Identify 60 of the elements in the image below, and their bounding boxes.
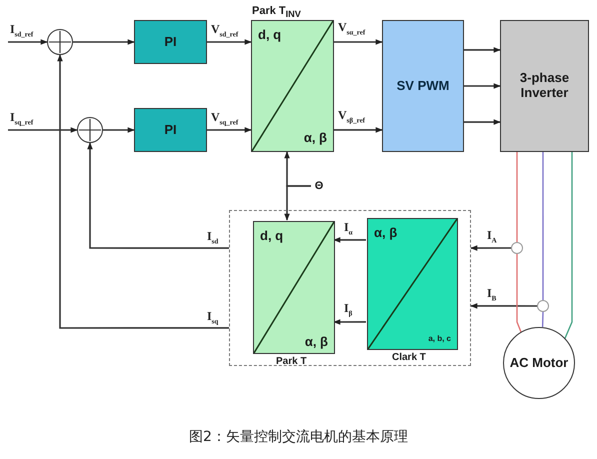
block-label: PI	[163, 34, 178, 50]
axis-label: d, q	[260, 228, 284, 243]
inverter-box	[500, 20, 589, 152]
pi-controller-box	[134, 20, 207, 64]
wire	[542, 312, 544, 328]
block-title: Park T$_{INV}$	[252, 5, 301, 20]
arrow	[470, 245, 511, 251]
arrow	[207, 39, 252, 45]
block-title: Park T	[276, 356, 307, 367]
wire	[564, 152, 573, 339]
edge-label: I$_{B}$	[487, 286, 496, 302]
caption: 图2：矢量控制交流电机的基本原理	[188, 428, 409, 446]
axis-label: α, β	[374, 225, 398, 240]
theta-label: Θ	[314, 180, 324, 192]
arrow	[334, 39, 383, 45]
block-title: Clark T	[392, 352, 426, 363]
arrow	[284, 185, 311, 221]
edge-label: I$_{α}$	[344, 220, 353, 236]
arrow	[87, 142, 229, 249]
wire	[542, 152, 544, 300]
edge-label: V$_{sα_ref}$	[338, 20, 366, 36]
arrow	[464, 47, 501, 53]
sensor-junction	[511, 242, 523, 254]
block-label: PI	[163, 122, 178, 138]
edge-label: I$_{sq}$	[207, 309, 218, 326]
arrow	[73, 39, 135, 45]
summing-junction	[47, 29, 73, 55]
edge-label: I$_{sd_ref}$	[10, 22, 34, 38]
axis-label: d, q	[258, 27, 282, 42]
arrow	[103, 127, 135, 133]
axis-label: α, β	[304, 334, 328, 349]
summing-junction	[77, 117, 103, 143]
arrow	[8, 39, 48, 45]
sensor-junction	[537, 300, 549, 312]
edge-label: I$_{sd}$	[207, 229, 218, 246]
block-label: 3-phase Inverter	[518, 71, 570, 101]
edge-label: V$_{sβ_ref}$	[338, 108, 366, 124]
block-label: AC Motor	[508, 356, 570, 370]
edge-label: I$_{sq_ref}$	[10, 110, 34, 126]
block-label: SV PWM	[396, 78, 450, 94]
edge-label: I$_{β}$	[344, 301, 352, 318]
arrow	[207, 127, 252, 133]
arrow	[464, 119, 501, 125]
arrow	[464, 83, 501, 89]
arrow	[57, 54, 229, 329]
edge-label: V$_{sd_ref}$	[211, 22, 238, 38]
axis-label: α, β	[304, 130, 327, 145]
axis-label: a, b, c	[428, 334, 451, 343]
arrow	[8, 127, 78, 133]
pi-controller-box	[134, 108, 207, 152]
edge-label: I$_{A}$	[487, 228, 497, 244]
arrow	[333, 319, 366, 325]
edge-label: V$_{sq_ref}$	[211, 110, 238, 126]
wire	[516, 152, 518, 242]
svpwm-box	[382, 20, 464, 152]
arrow	[334, 127, 383, 133]
dashed-group-box	[229, 210, 471, 366]
arrow	[470, 303, 537, 309]
arrow	[333, 237, 366, 243]
wire	[516, 254, 522, 332]
